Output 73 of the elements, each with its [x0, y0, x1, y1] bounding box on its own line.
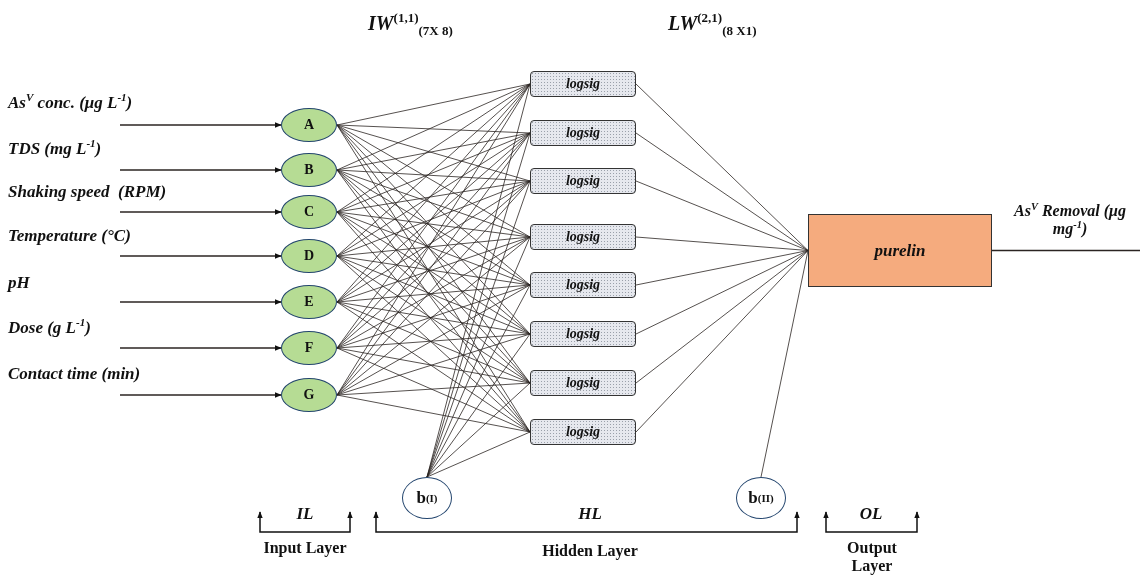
logsig-box: logsig [530, 168, 636, 194]
arrow [119, 253, 282, 259]
logsig-box: logsig [530, 370, 636, 396]
input-variable-label: pH [8, 273, 31, 293]
connector-line [336, 83, 531, 257]
input-variable-label: TDS (mg L$^{-1}$) [8, 139, 103, 159]
connector-line [336, 394, 531, 433]
connector-line [336, 382, 531, 396]
logsig-box: logsig [530, 419, 636, 445]
connector-line [336, 333, 531, 349]
input-variable-label: As$^{V}$ conc. (μg L$^{-1}$) [8, 93, 134, 113]
connector-line [336, 301, 531, 384]
connector-line [336, 211, 531, 286]
connector-line [336, 211, 531, 384]
connector-line [336, 236, 531, 303]
connector-line [336, 180, 531, 257]
input-neuron: E [281, 285, 337, 319]
connector-line [426, 236, 531, 478]
connector-line [991, 249, 1140, 252]
connector-line [336, 83, 531, 171]
connector-line [336, 236, 531, 396]
connector-line [336, 301, 531, 433]
connector-line [426, 333, 531, 478]
logsig-box: logsig [530, 71, 636, 97]
connector-line [635, 250, 809, 433]
connector-line [336, 211, 531, 433]
layer-abbreviation: HL [577, 504, 603, 524]
input-variable-label: Shaking speed (RPM) [8, 182, 168, 202]
input-neuron: B [281, 153, 337, 187]
input-neuron: C [281, 195, 337, 229]
arrow [119, 345, 282, 351]
layer-name: Output Layer [846, 539, 898, 576]
output-variable-label: As$^{V}$ Removal (μg mg$^{-1}$) [1012, 202, 1127, 239]
input-neuron: A [281, 108, 337, 142]
connector-line [336, 284, 531, 396]
connector-line [635, 250, 809, 335]
connector-line [336, 284, 531, 349]
arrow [119, 209, 282, 215]
layer-name: Hidden Layer [541, 542, 639, 561]
layer-abbreviation: IL [295, 504, 315, 524]
connector-line [635, 250, 809, 286]
input-neuron: F [281, 331, 337, 365]
logsig-box: logsig [530, 321, 636, 347]
arrow [119, 392, 282, 398]
input-neuron: G [281, 378, 337, 412]
layer-name: Input Layer [262, 539, 348, 558]
logsig-box: logsig [530, 120, 636, 146]
connector-line [336, 347, 531, 433]
logsig-box: logsig [530, 224, 636, 250]
arrow [119, 122, 282, 128]
connector-line [426, 431, 531, 478]
input-variable-label: Contact time (min) [8, 364, 142, 384]
connector-line [635, 132, 809, 251]
connector-line [336, 255, 531, 433]
connector-line [336, 169, 531, 238]
connector-line [336, 255, 531, 335]
connector-line [336, 132, 531, 213]
connector-line [760, 250, 809, 478]
connector-line [426, 382, 531, 478]
connector-line [336, 169, 531, 182]
logsig-box: logsig [530, 272, 636, 298]
connector-line [336, 124, 531, 134]
connector-line [635, 180, 809, 251]
connector-line [336, 284, 531, 303]
layer-abbreviation: OL [858, 504, 884, 524]
arrow [119, 167, 282, 173]
connector-line [635, 83, 809, 251]
arrow [119, 299, 282, 305]
input-neuron: D [281, 239, 337, 273]
connector-line [336, 236, 531, 257]
input-variable-label: Dose (g L$^{-1}$) [8, 318, 92, 338]
purelin-box: purelin [808, 214, 992, 287]
input-variable-label: Temperature (°C) [8, 226, 132, 246]
